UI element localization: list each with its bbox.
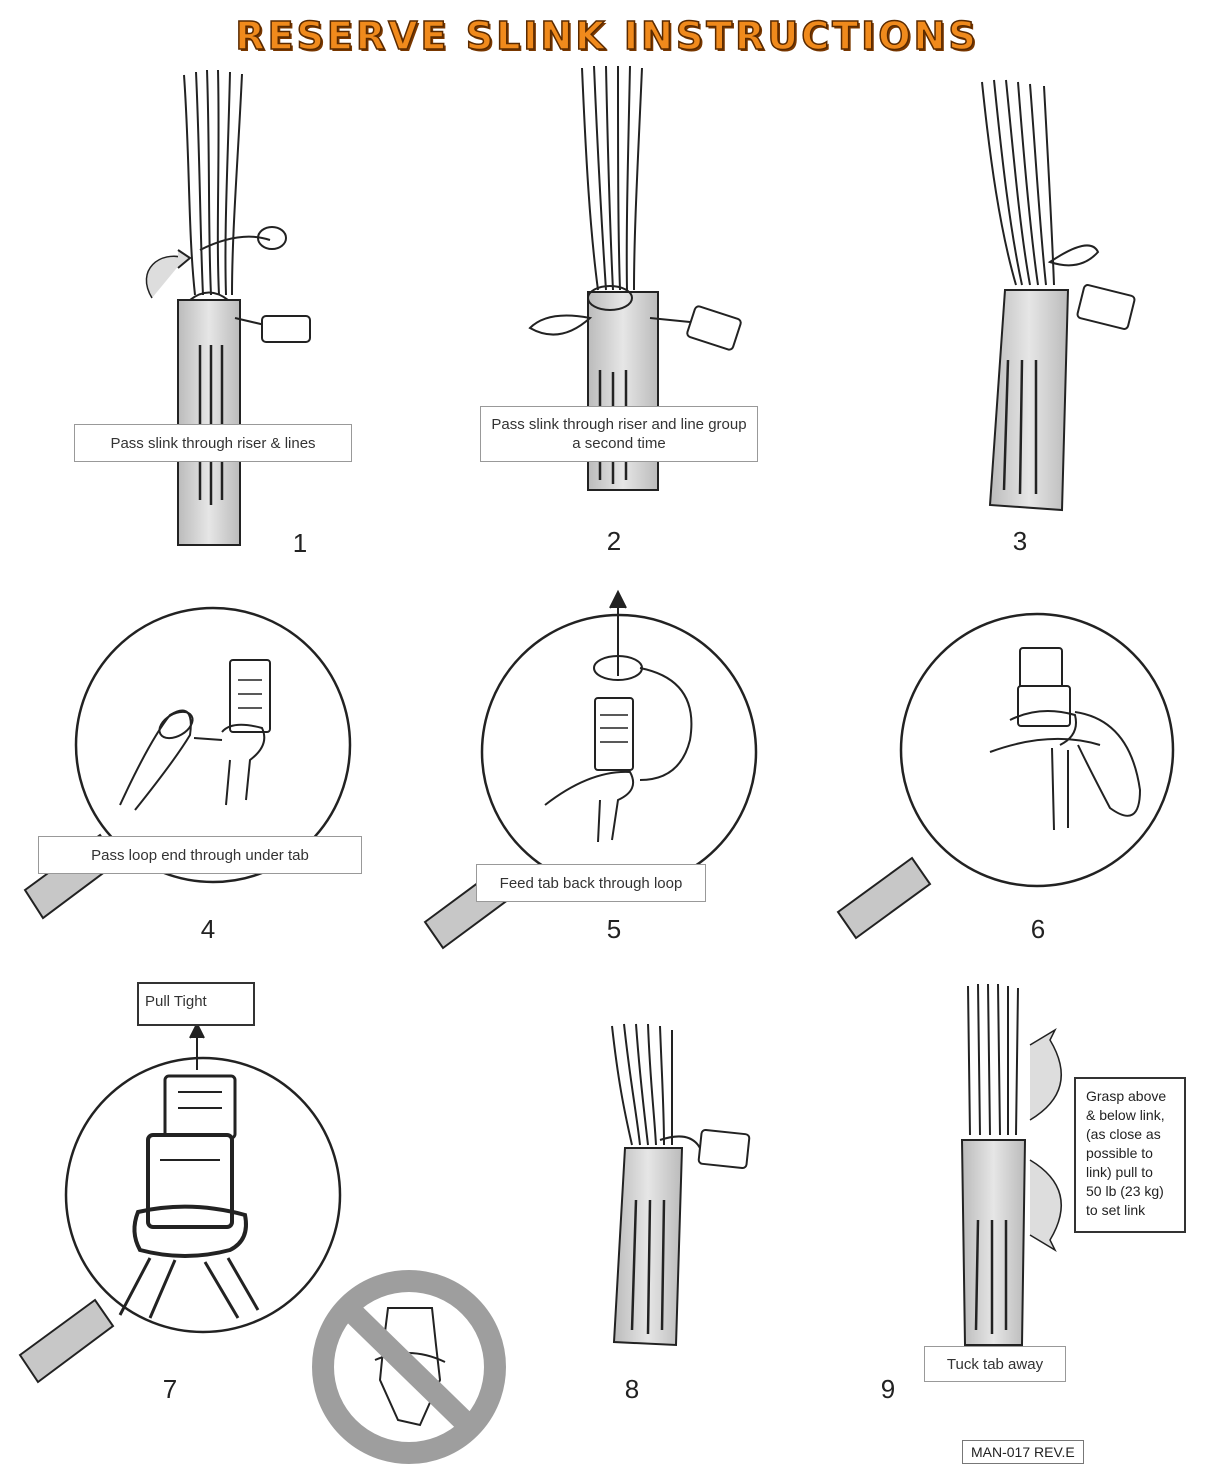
step-9-number: 9 (880, 1374, 896, 1404)
step-7-illustration (18, 1021, 342, 1384)
step-8-number: 8 (624, 1374, 640, 1404)
step-4-number: 4 (200, 914, 216, 944)
step-2-number: 2 (606, 526, 622, 556)
step-2-caption: Pass slink through riser and line group … (480, 406, 758, 462)
step-8-illustration (611, 1023, 751, 1347)
step-9-illustration (960, 983, 1062, 1346)
magnifier-circle-icon (74, 606, 352, 884)
step-6-number: 6 (1030, 914, 1046, 944)
step-9-caption: Tuck tab away (924, 1346, 1066, 1382)
step-5-caption: Feed tab back through loop (476, 864, 706, 902)
step-4-caption: Pass loop end through under tab (38, 836, 362, 874)
step-3-illustration (981, 79, 1136, 512)
magnifier-circle-icon (899, 612, 1175, 888)
document-id: MAN-017 REV.E (962, 1440, 1084, 1464)
step-1-illustration (145, 69, 311, 546)
step-1-number: 1 (292, 528, 308, 558)
step-7-number: 7 (162, 1374, 178, 1404)
step-3-number: 3 (1012, 526, 1028, 556)
arrow-curved-icon (1029, 1159, 1062, 1252)
arrow-curved-icon (145, 255, 186, 299)
step-5-number: 5 (606, 914, 622, 944)
page-title: RESERVE SLINK INSTRUCTIONS (235, 13, 979, 59)
arrow-curved-icon (1029, 1028, 1062, 1121)
step-1-caption: Pass slink through riser & lines (74, 424, 352, 462)
prohibited-icon (312, 1270, 506, 1464)
step-6-illustration (836, 612, 1175, 940)
grasp-note: Grasp above & below link, (as close as p… (1074, 1077, 1186, 1233)
step-7-caption: Pull Tight (137, 982, 255, 1026)
